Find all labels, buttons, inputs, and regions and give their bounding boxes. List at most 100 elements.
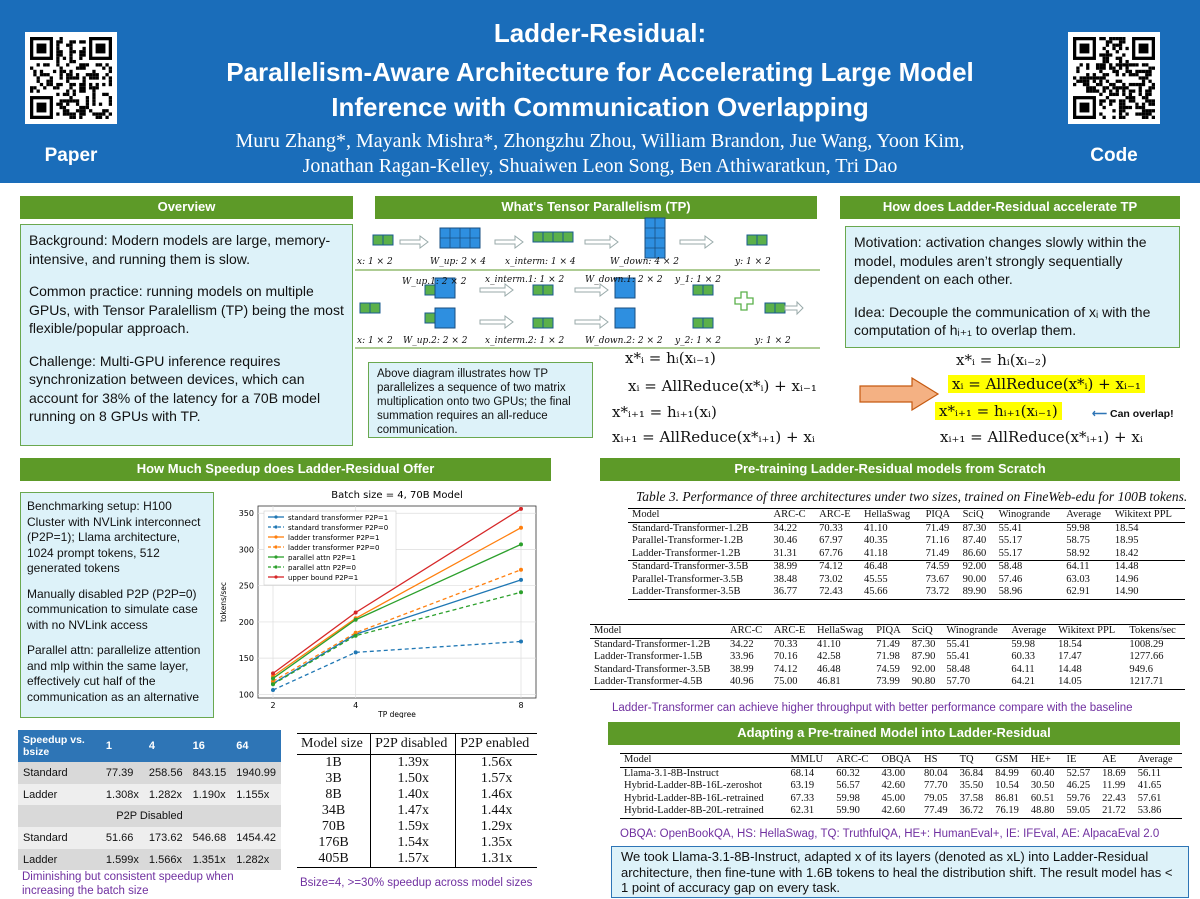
table-header-cell: HE+ [1030,754,1051,765]
table-cell: Standard-Transformer-1.2B [632,522,749,534]
table-cell: 60.40 [1030,767,1055,779]
tp-eq-1: x*ᵢ = hᵢ(xᵢ₋₁) [625,349,716,367]
table-cell: 59.98 [1011,638,1036,650]
table-cell: 71.16 [925,535,950,546]
legend-marker [274,555,278,559]
table3-caption: Table 3. Performance of three architectu… [636,489,1187,505]
tp-heading: What's Tensor Parallelism (TP) [375,196,817,219]
table-header-cell: Wikitext PPL [1114,509,1172,520]
table-cell: 70B [321,819,346,834]
overlap-label: ⟵ Can overlap! [1092,408,1174,420]
speedup-setup: Benchmarking setup: H100 Cluster with NV… [27,499,201,575]
tp-eq-4: xᵢ₊₁ = AllReduce(x*ᵢ₊₁) + xᵢ [612,428,815,446]
table-cell: 30.50 [1030,780,1055,791]
table-header-cell: 16 [192,740,205,752]
p2p-disabled-label: P2P Disabled [116,810,183,823]
table-cell: 14.90 [1114,586,1139,597]
table-cell: 74.59 [925,561,950,572]
table-header-cell: Average [1137,754,1173,765]
table-cell: 18.54 [1058,638,1082,650]
model-size-note: Bsize=4, >=30% speedup across model size… [300,877,533,889]
table-cell: 1B [325,755,342,770]
table-cell: 1.566x [148,853,182,866]
table-header-cell: OBQA [881,754,912,765]
table-cell: 71.49 [876,638,900,650]
legend-entry: parallel attn P2P=0 [288,564,356,572]
table-cell: 58.75 [1066,535,1090,546]
table-header-cell: Model [594,625,622,636]
title-line-3: Inference with Communication Overlapping [331,92,869,122]
table-cell: 70.33 [773,638,798,650]
table-cell: 41.10 [817,638,841,650]
code-qr-code[interactable] [1068,32,1160,124]
table-cell: Ladder-Transformer-3.5B [632,586,741,597]
tp-label: W_down: 4 × 2 [610,257,679,267]
code-label: Code [1090,145,1138,166]
table-cell: 31.31 [773,547,798,559]
data-point [519,577,523,582]
tp-eq-2: xᵢ = AllReduce(x*ᵢ) + xᵢ₋₁ [628,377,817,395]
table-cell: 89.90 [962,586,987,597]
table-header-cell: TQ [959,754,974,765]
table-cell: Ladder [23,788,58,801]
table-cell: 46.48 [864,561,888,572]
table-cell: 1.54x [370,835,457,851]
data-point [271,688,275,693]
table-cell: Ladder-Transformer-1.5B [594,651,703,662]
table-header-cell: Model size [301,736,363,751]
table-cell: 22.43 [1102,792,1126,804]
y-tick-label: 100 [239,690,254,699]
table-cell: 87.30 [962,522,987,534]
table-cell: 86.60 [962,547,987,559]
data-point [353,650,358,655]
table-header-cell: Model [624,754,652,765]
legend-entry: standard transformer P2P=1 [288,514,388,522]
table-cell: 87.30 [911,638,936,650]
legend-marker [274,525,278,529]
table-cell: 1.282x [236,853,270,866]
table-cell: 60.32 [836,767,860,779]
table-cell: 58.92 [1066,547,1090,559]
table-cell: 52.57 [1066,767,1091,779]
data-point [271,679,275,684]
table-header-cell: ARC-E [819,509,851,520]
table-cell: 18.54 [1114,522,1139,534]
table-cell: 18.95 [1114,535,1139,546]
table-cell: 10.54 [995,780,1019,791]
table-cell: Standard [23,766,68,779]
table-cell: 1277.66 [1129,651,1164,662]
table-cell: 18.69 [1102,767,1126,779]
tp-label: x_interm.1: 1 × 2 [485,275,564,285]
table-cell: 59.98 [836,792,860,804]
pretrain-heading: Pre-training Ladder-Residual models from… [600,458,1180,481]
table-cell: 405B [318,851,349,866]
chart-title: Batch size = 4, 70B Model [331,490,463,501]
table-cell: 67.33 [790,792,815,804]
tp-eq-3: x*ᵢ₊₁ = hᵢ₊₁(xᵢ) [612,403,717,421]
table-header-cell: SciQ [911,625,933,636]
table-cell: 86.81 [995,792,1019,804]
tp-label: x: 1 × 2 [357,257,393,267]
tp-diagram: x: 1 × 2 W_up: 2 × 4 x_interm: 1 × 4 W_d… [355,217,820,349]
series-line [272,591,522,685]
speedup-p2p: Manually disabled P2P (P2P=0) communicat… [27,586,198,632]
tp-label: y: 1 × 2 [734,257,771,267]
table-header-cell: Wikitext PPL [1058,625,1116,636]
table-cell: 55.17 [998,535,1023,546]
table-cell: 79.05 [923,792,948,804]
data-point [353,630,358,635]
table-cell: Ladder-Transformer-4.5B [594,676,703,687]
table-cell: 75.00 [773,676,798,687]
table-cell: 173.62 [148,831,183,844]
table-cell: 72.43 [819,586,843,597]
paper-qr-code[interactable] [25,32,117,124]
table-cell: 71.49 [925,522,950,534]
table-cell: 90.00 [962,573,987,585]
